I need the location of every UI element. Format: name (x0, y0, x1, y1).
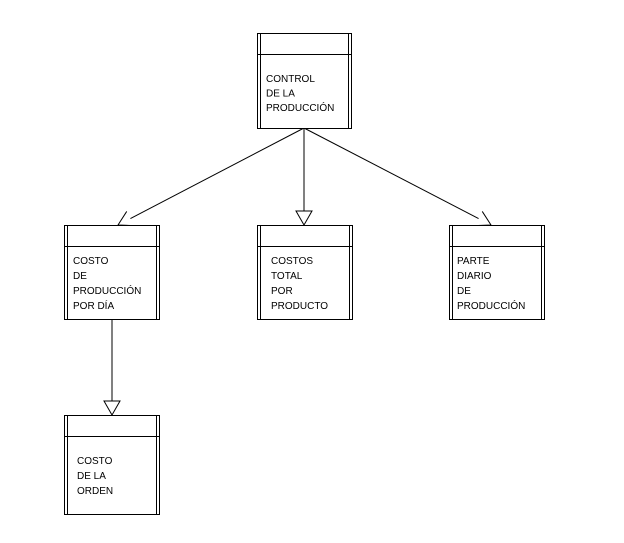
node-box (257, 33, 352, 129)
node-label-line: CONTROL (266, 74, 315, 85)
node-box (257, 225, 353, 320)
node-label-line: DE LA (266, 89, 295, 100)
arrowhead (295, 210, 313, 227)
edge-line (303, 127, 479, 219)
edge-line (130, 127, 305, 219)
node-box (64, 225, 160, 320)
node-label-line: PARTE (457, 256, 490, 267)
edge-costo-dia-to-costo-orden (103, 319, 121, 417)
node-label-line: TOTAL (271, 271, 303, 282)
node-label-line: ORDEN (77, 486, 113, 497)
arrowhead (103, 400, 121, 417)
edges-layer (103, 127, 492, 417)
node-label-line: PRODUCTO (271, 301, 328, 312)
edge-control-to-costos-total (295, 128, 313, 227)
node-label-line: COSTOS (271, 256, 313, 267)
node-costos-total: COSTOS TOTAL POR PRODUCTO (257, 225, 353, 320)
node-box (64, 415, 160, 515)
node-box (449, 225, 545, 320)
node-label-line: DIARIO (457, 271, 492, 282)
arrowhead (117, 211, 135, 227)
edge-control-to-costo-dia (117, 127, 305, 227)
node-label-line: PRODUCCIÓN (266, 101, 334, 114)
node-label-line: COSTO (73, 256, 109, 267)
node-label-line: POR DÍA (73, 299, 114, 312)
node-label-line: POR (271, 286, 293, 297)
node-label-line: PRODUCCIÓN (73, 284, 141, 297)
node-label-line: COSTO (77, 456, 113, 467)
arrowhead (474, 211, 492, 227)
node-label-line: DE (73, 271, 87, 282)
node-label-line: PRODUCCIÓN (457, 299, 525, 312)
node-label-line: DE LA (77, 471, 106, 482)
node-costo-orden: COSTO DE LA ORDEN (64, 415, 160, 515)
node-costo-dia: COSTO DE PRODUCCIÓN POR DÍA (64, 225, 160, 320)
edge-control-to-parte-diario (303, 127, 492, 227)
node-parte-diario: PARTE DIARIO DE PRODUCCIÓN (449, 225, 545, 320)
node-label-line: DE (457, 286, 471, 297)
